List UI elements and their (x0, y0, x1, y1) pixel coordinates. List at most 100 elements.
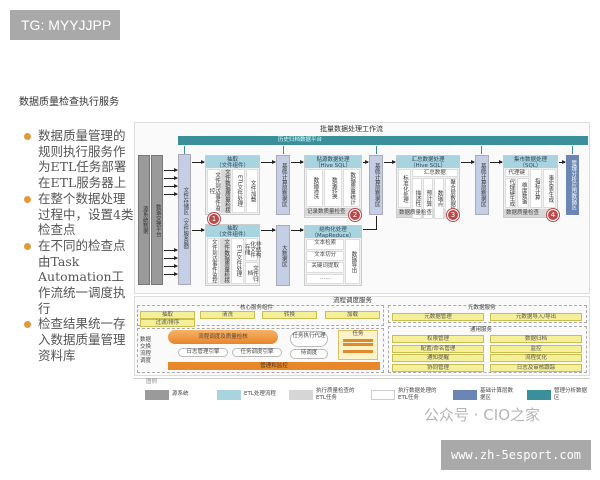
summary-col: 数据点 (433, 178, 444, 219)
legend-swatch (289, 389, 313, 400)
site-banner: www.zh-5esport.com (441, 440, 591, 470)
core-item: 转换 (262, 311, 317, 319)
up-arrow (481, 146, 482, 154)
summary-col: 标准化处理 (398, 169, 411, 208)
core-item: 清洗 (200, 311, 255, 319)
bullet-item: 数据质量管理的规则执行服务作为ETL任务部署在ETL服务器上 (22, 128, 134, 191)
legend-swatch (527, 389, 551, 400)
common-item: 配置/命名管理 (392, 344, 484, 353)
meta-title: 元数据服务 (468, 305, 496, 311)
extract-col: ETL文件处理 (232, 169, 245, 213)
common-grid: 权限管理 数据归档 配置/命名管理 监控 通知提醒 流程优化 协同管理 日志及审… (392, 335, 582, 372)
summary-title: 汇总数据处理 (411, 157, 445, 163)
task-box: 任务 (338, 330, 378, 360)
monitor-bar: 管理和监控 (168, 362, 380, 370)
up-arrow (283, 146, 284, 154)
extract-subtitle: （文件组件） (215, 232, 249, 238)
extract-title: 抽取 (226, 226, 238, 232)
legend (134, 378, 590, 402)
mapreduce-subtitle: （MapReduce） (311, 233, 355, 239)
checkpoint-badge: 4 (547, 209, 559, 221)
extract-title: 抽取 (226, 157, 238, 163)
extract-col: 文件数据质量检核 (221, 169, 232, 213)
base-data-area: 基础计算层数据区 (276, 155, 290, 215)
extract-col: 非结构化文件存储 (244, 238, 261, 261)
mapreduce-row: 关键词提取 (306, 262, 345, 273)
legend-swatch (145, 389, 169, 400)
common-item: 协同管理 (392, 363, 484, 372)
core-item: 加载 (325, 311, 380, 319)
hive-subtitle: （Hive SQL） (315, 163, 351, 169)
common-title: 通用服务 (470, 327, 493, 333)
mart-col: 维度数据 (517, 178, 529, 208)
tag-label: TG: MYYJJPP (10, 10, 120, 40)
hive-col: 数据清洗 (306, 169, 324, 207)
base-data-area: 基础计算层数据区 (475, 155, 489, 215)
common-item: 数据归档 (490, 335, 582, 343)
legend-label: ETL处理流程 (244, 391, 276, 398)
legend-label: 基础计算层数据区 (480, 388, 514, 401)
pending-queue: 待调度 (290, 349, 328, 359)
checkpoint-badge: 3 (447, 209, 459, 221)
mapreduce-side: 数据导出 (345, 239, 360, 284)
mart-subtitle: （SQL） (519, 163, 542, 169)
bullet-item: 检查结果统一存入数据质量管理资料库 (22, 316, 134, 363)
legend-label: 执行数据处理的ETL任务 (398, 388, 437, 401)
task-engine: 任务调度引擎 (232, 348, 282, 357)
meta-item: 元数据导入/导出 (490, 313, 582, 321)
hive-col: 数据转换 (324, 169, 342, 207)
mart-col: 指标计算 (529, 169, 543, 208)
archive-platform-bar: 历史归档数据平台 (178, 136, 588, 145)
core-item: 过滤/排序 (140, 319, 195, 327)
mapreduce-title: 结构化处理 (319, 227, 347, 233)
legend-label: 执行质量检查的ETL任务 (316, 388, 355, 401)
task-agent: 任务执行代理 (290, 331, 328, 347)
bigdata-area: 大数据区 (276, 225, 290, 286)
extract-col: 文件数据质量检核 (220, 238, 231, 284)
legend-label: 管理分析数据区 (554, 388, 588, 401)
hive-footer: 记录数质量检查 (305, 208, 361, 216)
extract-col: 文件加载 (245, 169, 258, 213)
mart-footer: 数据质量检查 (504, 209, 557, 217)
checkpoint-badge: 2 (349, 209, 361, 221)
file-storage-column: 文件存储区（文件服务器） (178, 154, 191, 285)
watermark: 公众号 · CIO之家 (424, 406, 541, 424)
hive-col: 数据质量统计 (342, 169, 360, 207)
summary-box: 汇总数据处理（Hive SQL） 标准化处理 汇总数据 描述性 预计算 数据点 … (396, 155, 460, 219)
common-item: 权限管理 (392, 335, 484, 343)
up-arrow (572, 146, 573, 154)
extract-col: ETL文件处理 (231, 238, 244, 284)
summary-col: 预计算 (422, 178, 433, 219)
hive-box: 贴源数据处理（Hive SQL） 数据清洗 数据转换 数据质量统计 记录数质量检… (304, 155, 362, 218)
task-label: 任务 (352, 331, 364, 337)
legend-swatch (217, 389, 241, 400)
common-item: 监控 (490, 344, 582, 353)
common-item: 流程优化 (490, 354, 582, 362)
core-title: 核心服务组件 (240, 305, 274, 311)
extract-col: 文件到达事件监控 (207, 238, 220, 284)
common-services (388, 326, 587, 373)
workflow-title: 批量数据处理工作流 (320, 125, 383, 133)
extract-subtitle: （文件组件） (215, 163, 249, 169)
metadata-services (388, 305, 587, 323)
exchange-platform-column: 数据交换平台 (151, 155, 163, 285)
checkpoint-badge: 1 (208, 213, 220, 225)
schedule-title: 流程调度服务 (333, 296, 372, 304)
common-item: 日志及审核跟踪 (490, 363, 582, 372)
base-data-area: 基础计算层数据区 (369, 155, 383, 215)
core-services (137, 305, 384, 326)
mart-title: 集市数据处理 (513, 157, 547, 163)
app-data-area: 管理分析应用数据区 (566, 155, 579, 215)
legend-items: 源系统 ETL处理流程 执行质量检查的ETL任务 执行数据处理的ETL任务 基础… (145, 388, 589, 401)
mapreduce-box: 结构化处理（MapReduce） 文本检索 文本切分 关键词提取 …… 数据导出 (304, 225, 362, 286)
summary-group: 汇总数据 (411, 169, 458, 177)
legend-swatch (453, 389, 477, 400)
bullet-list: 数据质量管理的规则执行服务作为ETL任务部署在ETL服务器上 在整个数据处理过程… (22, 128, 134, 364)
legend-swatch (371, 389, 395, 400)
bullet-item: 在整个数据处理过程中，设置4类检查点 (22, 191, 134, 238)
hive-title: 贴源数据处理 (316, 157, 350, 163)
legend-title: 图例 (146, 379, 158, 385)
meta-item: 元数据管理 (392, 313, 484, 321)
bullet-item: 在不同的检查点由Task Automation工作流统一调度执行 (22, 238, 134, 317)
log-engine: 日志管理引擎 (178, 348, 228, 357)
